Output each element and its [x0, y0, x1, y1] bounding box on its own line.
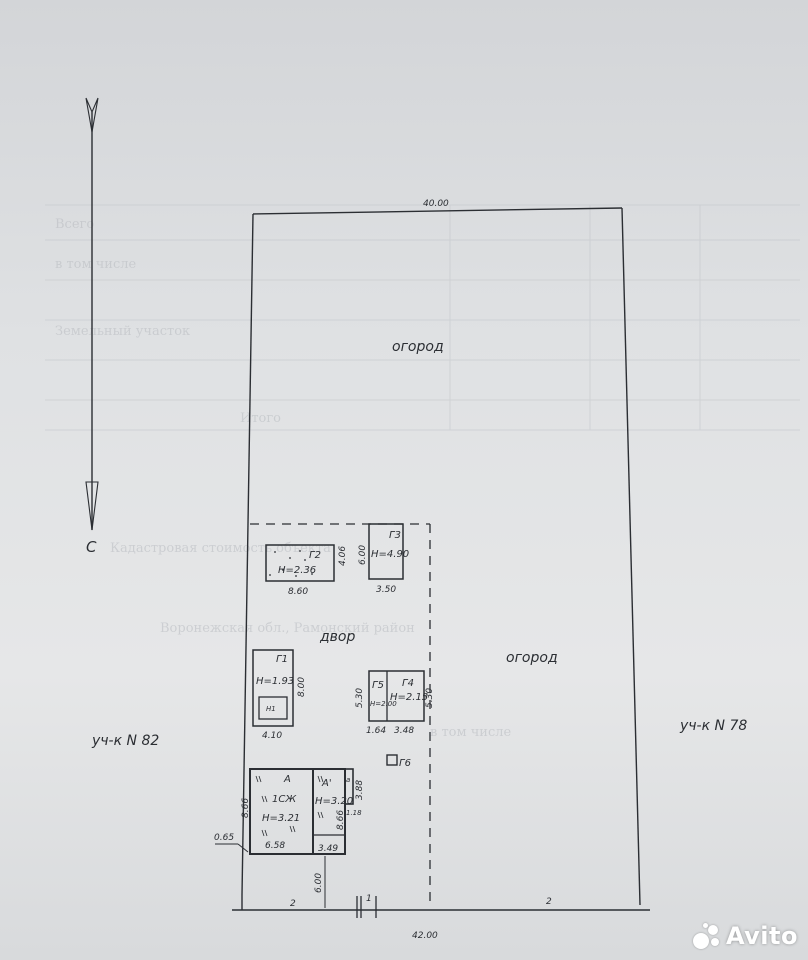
tick-left-label: 2: [290, 899, 296, 909]
avito-watermark: Avito: [692, 922, 798, 950]
g4-width: 3.48: [394, 726, 414, 736]
a-small-width: 1.18: [346, 809, 362, 817]
g1-sub: H1: [266, 705, 276, 713]
g2-tag: Г2: [309, 550, 321, 561]
g4-height: H=2.15: [390, 692, 428, 703]
ghost-row-2: в том числе: [55, 257, 137, 272]
a-type: 1СЖ: [272, 794, 297, 805]
plot-boundary: [232, 207, 650, 911]
a-width: 6.58: [265, 841, 285, 851]
avito-logo-icon: [692, 923, 721, 949]
a1-tag: А': [321, 778, 332, 789]
tick-mid-label: 1: [366, 894, 372, 904]
a1-height-dim: 8.66: [336, 810, 346, 830]
ghost-row-1: Всего: [55, 217, 94, 232]
ghost-row-4: Итого: [240, 411, 281, 426]
g3-width: 3.50: [376, 585, 396, 595]
garden-right-label: огород: [506, 650, 558, 666]
bottom-ticks: [356, 896, 377, 918]
g3-tag: Г3: [389, 530, 401, 541]
ghost-table: Всего в том числе Земельный участок Итог…: [45, 204, 800, 740]
g1-width: 4.10: [262, 731, 282, 741]
g2-height: H=2.36: [278, 565, 316, 576]
g2-height-dim: 4.06: [338, 546, 348, 566]
g3-height-dim: 6.00: [358, 545, 368, 565]
tick-right-label: 2: [546, 897, 552, 907]
neighbor-right-label: уч-к N 78: [679, 718, 747, 734]
g6-tag: Г6: [399, 758, 411, 769]
ghost-row-3: Земельный участок: [55, 324, 190, 339]
a-height-dim: 8.66: [241, 798, 251, 818]
building-g3: Г3 H=4.90 3.50 6.00: [358, 523, 409, 595]
building-g1: Г1 H=1.93 H1 4.10 8.00: [252, 649, 307, 741]
gap-height-label: 6.00: [314, 873, 324, 893]
g1-tag: Г1: [276, 654, 288, 665]
g1-height: H=1.93: [256, 676, 294, 687]
a1-height: H=3.20: [315, 796, 353, 807]
neighbor-left-label: уч-к N 82: [91, 733, 159, 749]
g5-height: H=2.00: [370, 700, 397, 708]
avito-watermark-text: Avito: [725, 922, 798, 950]
offset-leader: [215, 843, 249, 853]
a-small-height: 3.88: [355, 780, 365, 800]
g4-tag: Г4: [402, 678, 414, 689]
a-tag: А: [283, 774, 291, 785]
yard-label: двор: [319, 629, 355, 645]
g5-tag: Г5: [372, 680, 384, 691]
a-small-tag: а: [346, 776, 350, 784]
g5-height-dim: 5.30: [355, 688, 365, 708]
compass-letter: С: [86, 538, 97, 556]
offset-left-label: 0.65: [214, 833, 234, 843]
g2-width: 8.60: [288, 587, 308, 597]
g1-height-dim: 8.00: [297, 677, 307, 697]
ghost-note-3: в том числе: [430, 725, 512, 740]
g3-height: H=4.90: [371, 549, 409, 560]
g4-height-dim: 5.30: [425, 688, 435, 708]
building-g5-g4: Г5 H=2.00 Г4 H=2.15 1.64 3.48 5.30 5.30: [355, 670, 435, 736]
north-arrow-icon: [85, 97, 99, 531]
ghost-note-2: Воронежская обл., Рамонский район: [160, 621, 415, 636]
bottom-width-label: 42.00: [412, 931, 438, 941]
g5-width: 1.64: [366, 726, 386, 736]
building-g2: Г2 H=2.36 8.60 4.06: [265, 544, 348, 597]
ghost-note-1: Кадастровая стоимость объекта: [110, 541, 331, 556]
building-g6: Г6: [386, 754, 411, 769]
a-height: H=3.21: [262, 813, 300, 824]
garden-top-label: огород: [392, 339, 444, 355]
a1-width: 3.49: [318, 844, 338, 854]
house-a: А 1СЖ H=3.21 6.58 8.66 А' H=3.20 3.49 8.…: [241, 768, 365, 855]
top-width-label: 40.00: [423, 199, 449, 209]
